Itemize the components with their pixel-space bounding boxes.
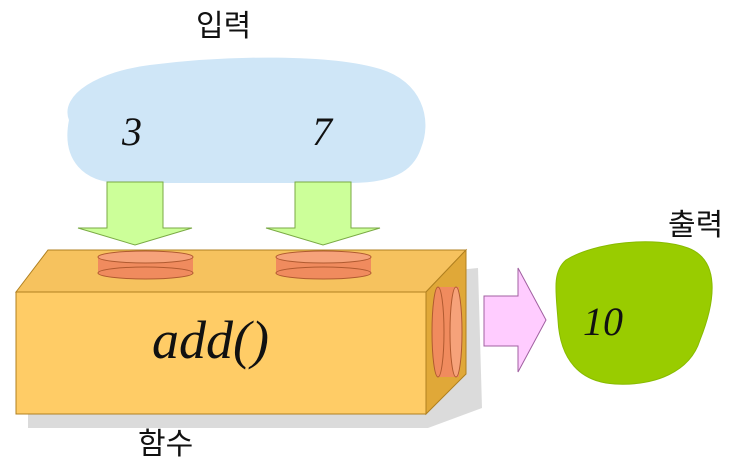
function-label: 함수 bbox=[138, 427, 193, 462]
output-blob bbox=[555, 241, 713, 385]
input-value-1: 3 bbox=[121, 109, 142, 154]
function-box-front bbox=[15, 291, 427, 415]
output-port bbox=[431, 286, 463, 378]
input-port-1 bbox=[97, 250, 194, 280]
input-label: 입력 bbox=[196, 9, 251, 44]
input-value-2: 7 bbox=[312, 109, 334, 154]
input-port-2 bbox=[275, 250, 372, 280]
function-call-label: add() bbox=[152, 310, 269, 370]
output-value: 10 bbox=[583, 299, 623, 344]
output-label: 출력 bbox=[668, 208, 723, 243]
down-arrow-1 bbox=[77, 181, 193, 246]
down-arrow-2 bbox=[265, 181, 381, 246]
right-arrow bbox=[483, 267, 547, 373]
function-box-top bbox=[14, 249, 468, 293]
